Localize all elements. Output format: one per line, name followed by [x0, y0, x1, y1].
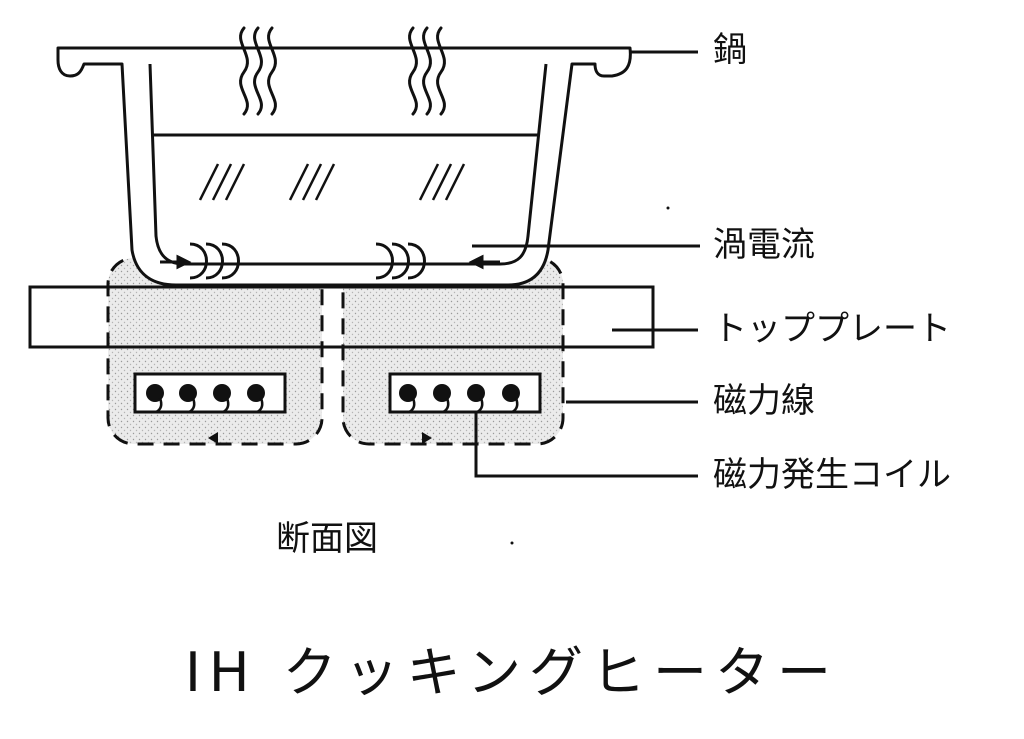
label-eddy-current: 渦電流 — [713, 225, 815, 265]
water-hatch-icon — [198, 163, 466, 201]
pot — [56, 46, 632, 287]
steam-icon — [239, 26, 446, 116]
eddy-current-left — [160, 242, 240, 280]
top-plate — [28, 285, 655, 349]
coil-turn-icon — [146, 384, 520, 402]
pot-inner-wall — [148, 63, 548, 266]
page-title: IH クッキングヒーター — [184, 641, 840, 704]
caption: 断面図 — [276, 519, 378, 559]
label-coil: 磁力発生コイル — [713, 455, 951, 495]
label-magnetic-lines: 磁力線 — [713, 381, 815, 421]
arrow-icon — [208, 432, 432, 444]
leader-coil — [474, 412, 698, 478]
eddy-current-right — [375, 242, 500, 280]
label-pot: 鍋 — [713, 30, 747, 70]
label-top-plate: トッププレート — [713, 309, 951, 349]
leader-lines — [472, 50, 700, 478]
coil-tail-marks — [155, 397, 519, 414]
